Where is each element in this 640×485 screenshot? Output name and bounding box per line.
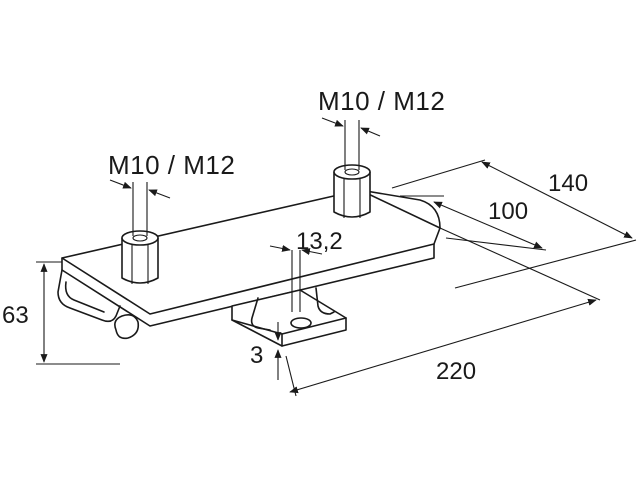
width-inner-label: 100 — [488, 198, 529, 225]
clamp-tab — [231, 287, 347, 347]
thickness-label: 3 — [250, 342, 264, 369]
thread-size-label-left: M10 / M12 — [108, 150, 236, 180]
hole-diameter-label: 13,2 — [296, 228, 343, 255]
width-outer-label: 140 — [548, 170, 589, 197]
dimension-lines — [36, 117, 637, 397]
threaded-nut-left — [121, 230, 159, 284]
thread-size-label-right: M10 / M12 — [318, 86, 446, 116]
height-label: 63 — [2, 302, 29, 329]
threaded-nut-right — [333, 164, 371, 218]
length-label: 220 — [436, 358, 477, 385]
hook-edge — [57, 269, 140, 340]
